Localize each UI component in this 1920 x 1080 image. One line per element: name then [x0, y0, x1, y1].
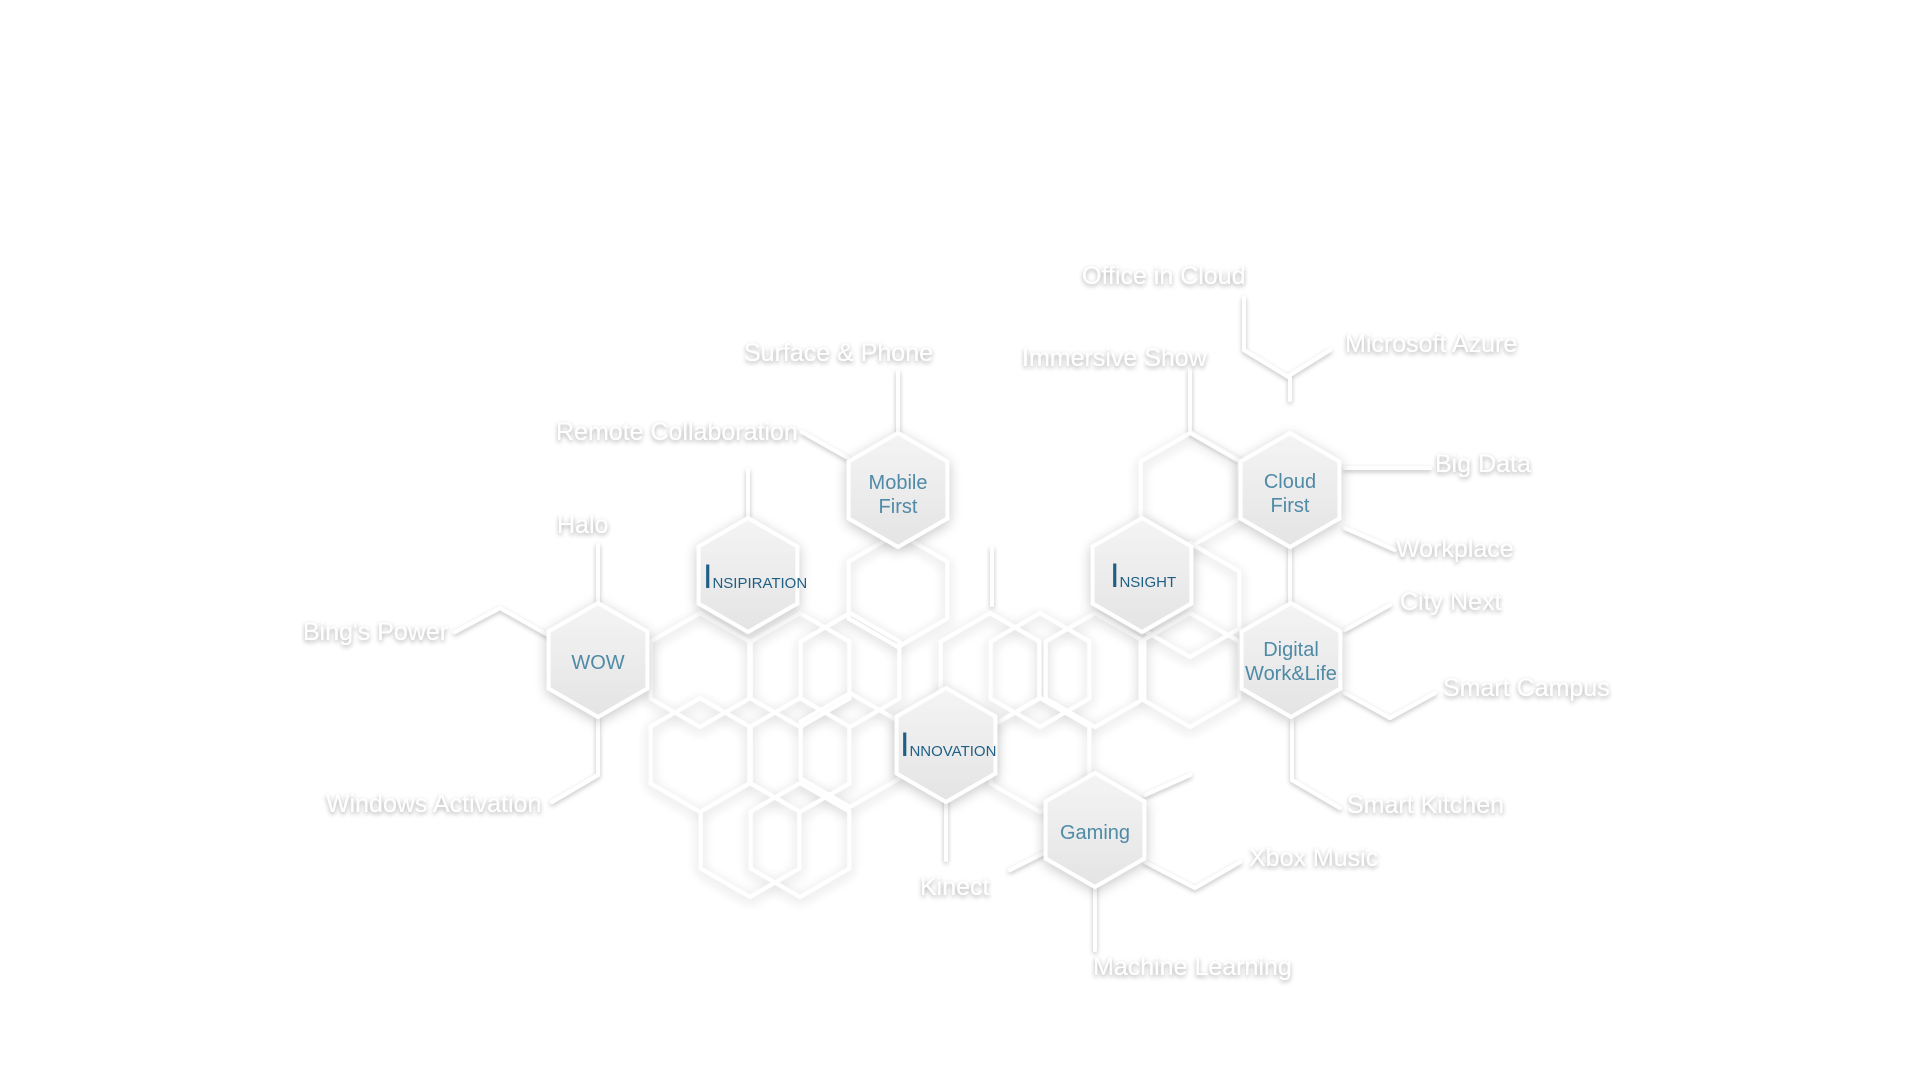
background-hex-4 [846, 530, 950, 650]
hub-digital-work-life[interactable]: Digital Work&Life [1245, 639, 1337, 685]
hub-hexagon-mobile-first [846, 430, 950, 550]
pillar-hexagon-innovation [894, 685, 998, 805]
pillar-innovation-initial: I [900, 726, 909, 764]
hub-wow[interactable]: WOW [571, 652, 624, 674]
pillar-insight[interactable]: INSIGHT [1110, 557, 1176, 595]
topic-machine-learning[interactable]: Machine Learning [1093, 953, 1292, 981]
background-hex-15 [1043, 610, 1147, 730]
topic-office-in-cloud[interactable]: Office in Cloud [1082, 262, 1246, 290]
hub-digital-line1: Digital [1263, 639, 1319, 661]
background-hex-12 [748, 780, 852, 900]
hub-hexagon-digital-work-life [1239, 600, 1343, 720]
pillar-inspiration-initial: I [703, 558, 712, 596]
topic-microsoft-azure[interactable]: Microsoft Azure [1345, 330, 1517, 358]
topic-labels: Office in Cloud Microsoft Azure Immersiv… [303, 262, 1610, 981]
pillar-hexagons [696, 515, 1194, 805]
topic-kinect[interactable]: Kinect [920, 873, 990, 901]
topic-remote-collaboration[interactable]: Remote Collaboration [556, 418, 798, 446]
background-hex-1 [988, 610, 1092, 730]
pillar-inspiration-rest: NSIPIRATION [712, 575, 807, 592]
hub-hexagon-wow [546, 600, 650, 720]
background-hex-16 [698, 780, 802, 900]
hub-hexagon-cloud-first [1238, 430, 1342, 550]
topic-surface-phone[interactable]: Surface & Phone [744, 339, 933, 367]
hub-hexagon-gaming [1043, 770, 1147, 890]
pillar-inspiration[interactable]: INSIPIRATION [703, 558, 807, 596]
topic-smart-campus[interactable]: Smart Campus [1443, 674, 1610, 702]
pillar-innovation[interactable]: INNOVATION [900, 726, 996, 764]
hub-hexagons [546, 430, 1343, 890]
background-hex-7 [648, 610, 752, 730]
pillar-hexagon-insight [1090, 515, 1194, 635]
pillar-insight-rest: NSIGHT [1119, 574, 1176, 591]
hub-wow-label: WOW [571, 652, 624, 674]
hub-cloud-first[interactable]: Cloud First [1264, 471, 1316, 517]
topic-workplace[interactable]: Workplace [1396, 535, 1514, 563]
background-hex-2 [1138, 610, 1242, 730]
hub-mobile-first-line1: Mobile [869, 472, 928, 494]
topic-city-next[interactable]: City Next [1400, 588, 1501, 616]
hub-gaming-label: Gaming [1060, 822, 1130, 844]
hub-mobile-first[interactable]: Mobile First [869, 472, 928, 518]
connector-lines [453, 296, 1437, 952]
hub-mobile-first-line2: First [879, 496, 918, 518]
pillar-insight-initial: I [1110, 557, 1119, 595]
hub-gaming[interactable]: Gaming [1060, 822, 1130, 844]
topic-windows-activation[interactable]: Windows Activation [326, 790, 541, 818]
hub-digital-line2: Work&Life [1245, 663, 1337, 685]
topic-smart-kitchen[interactable]: Smart Kitchen [1347, 791, 1504, 819]
topic-xbox-music[interactable]: Xbox Music [1249, 844, 1378, 872]
topic-halo[interactable]: Halo [557, 511, 608, 539]
background-hex-9 [648, 695, 752, 815]
pillar-hexagon-inspiration [696, 515, 800, 635]
pillar-innovation-rest: NNOVATION [909, 743, 996, 760]
hub-cloud-first-line2: First [1271, 495, 1310, 517]
topic-bings-power[interactable]: Bing's Power [303, 618, 448, 646]
hub-cloud-first-line1: Cloud [1264, 471, 1316, 493]
topic-big-data[interactable]: Big Data [1435, 450, 1531, 478]
topic-immersive-show[interactable]: Immersive Show [1022, 344, 1208, 372]
